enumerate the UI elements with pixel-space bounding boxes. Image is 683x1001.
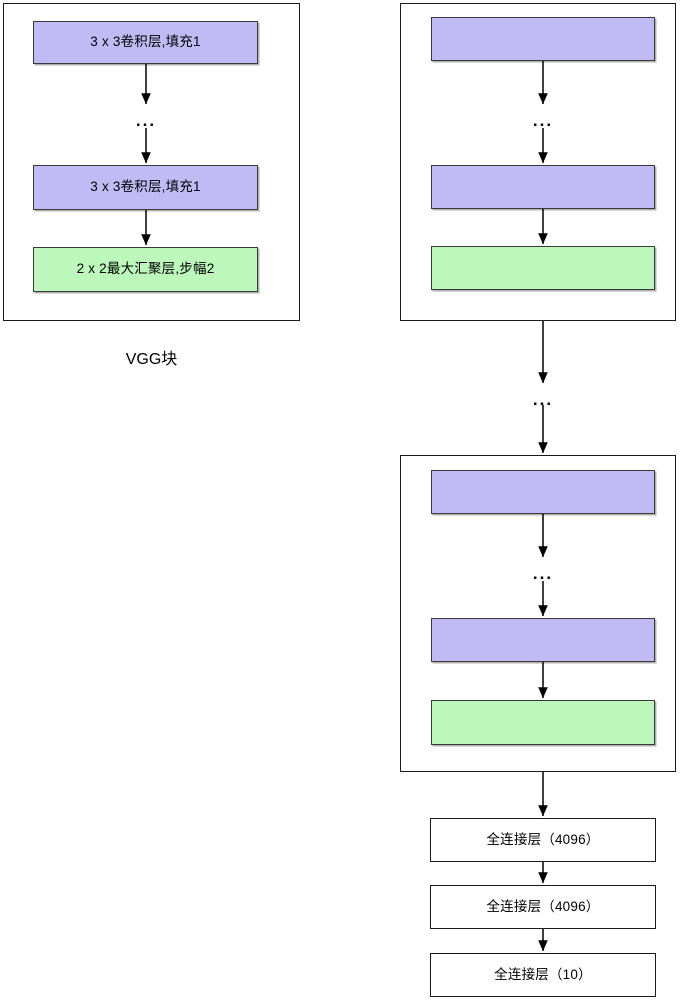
network-block-n-conv-top[interactable] <box>431 470 655 514</box>
vgg-block-conv-bottom[interactable]: 3 x 3卷积层,填充1 <box>33 165 258 210</box>
vgg-block-maxpool[interactable]: 2 x 2最大汇聚层,步幅2 <box>33 247 258 292</box>
network-block-1-ellipsis: ... <box>532 111 554 130</box>
dense-layer-4096-first[interactable]: 全连接层（4096） <box>430 818 656 862</box>
dense-layer-4096-second[interactable]: 全连接层（4096） <box>430 885 656 929</box>
network-block-1-conv-top[interactable] <box>431 17 655 61</box>
network-block-n-ellipsis: ... <box>532 564 554 583</box>
network-blocks-ellipsis: ... <box>532 390 554 409</box>
network-block-1-maxpool[interactable] <box>431 246 655 290</box>
vgg-block-ellipsis: ... <box>135 111 157 130</box>
dense-layer-output-10[interactable]: 全连接层（10） <box>430 953 656 997</box>
network-block-n-conv-bottom[interactable] <box>431 618 655 662</box>
vgg-block-conv-top[interactable]: 3 x 3卷积层,填充1 <box>33 21 258 64</box>
network-block-n-maxpool[interactable] <box>431 700 655 745</box>
vgg-block-caption: VGG块 <box>125 351 178 368</box>
network-block-1-conv-bottom[interactable] <box>431 165 655 209</box>
